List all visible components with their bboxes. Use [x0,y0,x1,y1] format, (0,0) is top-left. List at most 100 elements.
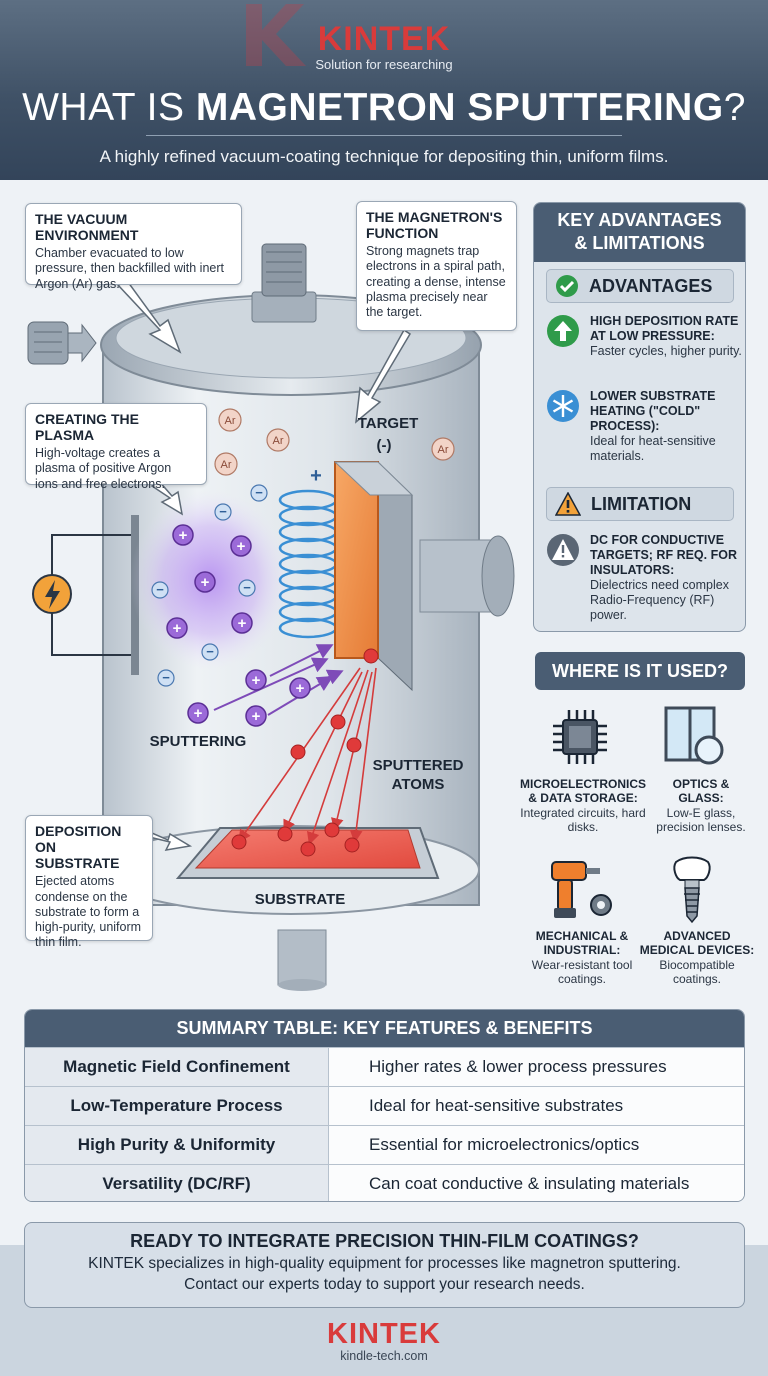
argon-label: Ar [438,444,449,456]
vacuum-pump-icon [27,321,97,365]
sputtered-atoms-label-2: ATOMS [392,776,445,793]
limitation-item: DC FOR CONDUCTIVE TARGETS; RF REQ. FOR I… [546,533,742,623]
electron-minus: − [219,504,227,519]
table-cell-feature: Versatility (DC/RF) [25,1165,329,1201]
ion-plus: + [201,574,210,591]
callout-plasma: CREATING THE PLASMA High-voltage creates… [25,403,207,491]
page-title: WHAT IS MAGNETRON SPUTTERING? [22,86,746,129]
cta-title: READY TO INTEGRATE PRECISION THIN-FILM C… [130,1231,639,1251]
sputtered-atom [277,826,293,842]
table-row: Low-Temperature Process Ideal for heat-s… [25,1086,744,1125]
ion-plus: + [296,680,305,697]
footer-url[interactable]: kindle-tech.com [340,1349,428,1363]
table-cell-feature: High Purity & Uniformity [25,1126,329,1164]
cta-line-1: KINTEK specializes in high-quality equip… [88,1255,681,1272]
warning-icon [555,492,581,516]
drill-gear-icon [551,861,612,918]
sputtered-atom [346,737,362,753]
sputtered-atom [231,834,247,850]
footer-brand-name: KINTEK [327,1318,441,1350]
table-row: Magnetic Field Confinement Higher rates … [25,1047,744,1086]
target-backing [377,460,413,692]
arrow-up-icon [547,315,579,347]
electron-minus: − [255,485,263,500]
exclamation-icon [547,534,579,566]
argon-atoms [214,408,455,476]
check-icon [556,275,578,297]
brand-k-watermark-icon [246,4,306,66]
page-subtitle: A highly refined vacuum-coating techniqu… [99,147,669,166]
sputtered-atom [290,744,306,760]
electron-minus: − [206,644,214,659]
brand: KINTEK Solution for researching [0,20,768,72]
argon-ions [166,524,311,727]
coil-plus-sign: + [310,465,322,487]
electron-minus: − [156,582,164,597]
advantage-item: HIGH DEPOSITION RATE AT LOW PRESSURE: Fa… [546,314,742,359]
callout-vacuum-body: Chamber evacuated to low pressure, then … [35,246,224,291]
ion-plus: + [252,708,261,725]
ion-plus: + [252,672,261,689]
target-polarity: (-) [377,437,392,454]
callout-deposition-title: DEPOSITION ON SUBSTRATE [35,823,122,872]
argon-label: Ar [225,415,236,427]
table-cell-feature: Low-Temperature Process [25,1087,329,1125]
ion-plus: + [179,527,188,544]
ion-plus: + [194,705,203,722]
table-row: High Purity & Uniformity Essential for m… [25,1125,744,1164]
table-row: Versatility (DC/RF) Can coat conductive … [25,1164,744,1201]
callout-plasma-title: CREATING THE PLASMA [35,411,139,444]
callout-magnetron-title: THE MAGNETRON'S FUNCTION [366,209,503,242]
ion-plus: + [238,615,247,632]
argon-label: Ar [273,435,284,447]
summary-table-title: SUMMARY TABLE: KEY FEATURES & BENEFITS [25,1010,744,1047]
snowflake-icon [547,390,579,422]
cta-line-2: Contact our experts today to support you… [184,1275,585,1293]
substrate-label: SUBSTRATE [255,891,346,908]
footer: KINTEK kindle-tech.com [0,1318,768,1363]
ion-plus: + [237,538,246,555]
table-cell-benefit: Ideal for heat-sensitive substrates [329,1087,744,1125]
use-item-microelectronics: MICROELECTRONICS & DATA STORAGE: Integra… [520,777,646,835]
header: KINTEK Solution for researching WHAT IS … [0,0,768,180]
use-item-mechanical: MECHANICAL & INDUSTRIAL: Wear-resistant … [531,929,633,987]
bottom-pipe [277,929,327,986]
ion-plus: + [173,620,182,637]
sputtered-atom [330,714,346,730]
advantages-subheader: ADVANTAGES [546,269,734,303]
chip-icon [553,710,607,764]
uses-title: WHERE IS IT USED? [535,652,745,690]
target-label: TARGET [358,415,419,432]
sputtered-atom [344,837,360,853]
use-item-optics: OPTICS & GLASS: Low-E glass, precision l… [656,777,746,835]
callout-vacuum: THE VACUUM ENVIRONMENT Chamber evacuated… [25,203,242,291]
sputtered-atom [363,648,379,664]
electron-minus: − [162,670,170,685]
callout-vacuum-title: THE VACUUM ENVIRONMENT [35,211,139,244]
table-cell-benefit: Essential for microelectronics/optics [329,1126,744,1164]
summary-table: SUMMARY TABLE: KEY FEATURES & BENEFITS M… [24,1009,745,1202]
brand-tagline: Solution for researching [315,57,453,72]
advantages-panel: KEY ADVANTAGES & LIMITATIONS ADVANTAGES … [533,202,746,632]
callout-plasma-body: High-voltage creates a plasma of positiv… [35,446,172,491]
sputtered-atoms-label-1: SPUTTERED [373,757,464,774]
call-to-action: READY TO INTEGRATE PRECISION THIN-FILM C… [24,1222,745,1308]
sputtered-atom [324,822,340,838]
callout-deposition: DEPOSITION ON SUBSTRATE Ejected atoms co… [25,815,153,949]
brand-name: KINTEK [317,20,451,58]
title-divider [146,135,622,136]
table-cell-benefit: Can coat conductive & insulating materia… [329,1165,744,1201]
dental-implant-icon [673,856,711,924]
callout-magnetron: THE MAGNETRON'S FUNCTION Strong magnets … [356,201,517,331]
limitation-subheader: LIMITATION [546,487,734,521]
advantages-panel-title: KEY ADVANTAGES & LIMITATIONS [534,203,745,262]
electrons [151,484,268,687]
argon-label: Ar [221,459,232,471]
callout-deposition-body: Ejected atoms condense on the substrate … [35,874,142,950]
sputtered-atom [300,841,316,857]
callout-magnetron-body: Strong magnets trap electrons in a spira… [366,244,506,320]
table-cell-feature: Magnetic Field Confinement [25,1048,329,1086]
window-lens-icon [664,706,724,765]
sputtering-label: SPUTTERING [150,733,247,750]
advantage-item: LOWER SUBSTRATE HEATING ("COLD" PROCESS)… [546,389,742,464]
